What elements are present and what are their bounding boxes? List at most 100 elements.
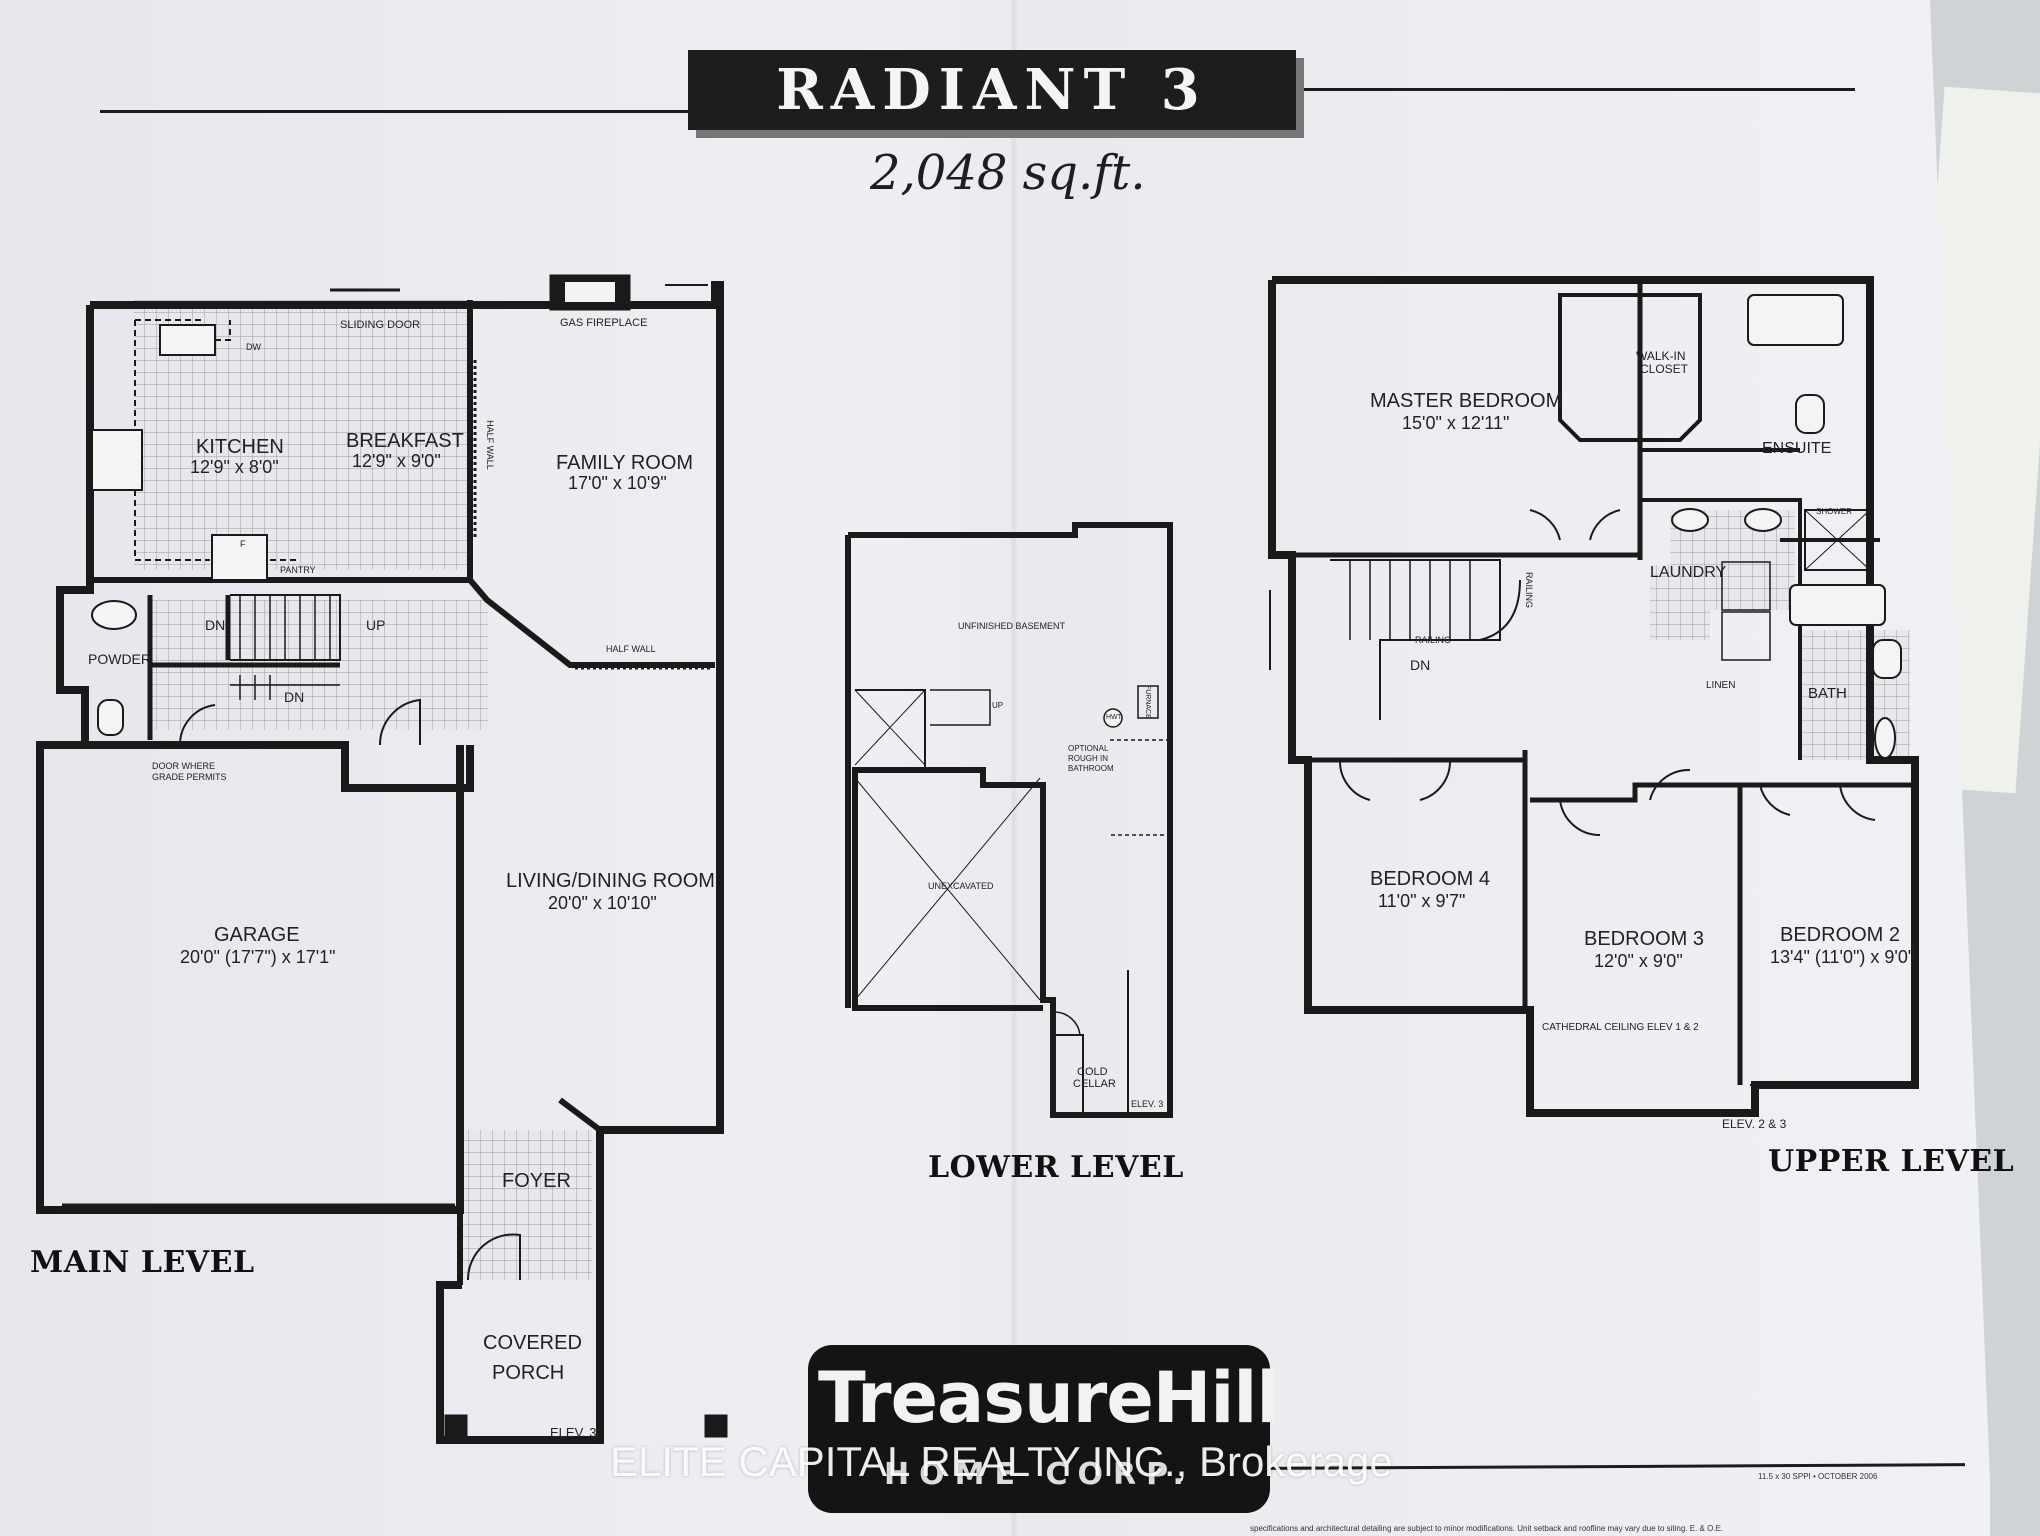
bedroom2-doors (1759, 784, 1876, 821)
kitchen-label: KITCHEN (196, 436, 284, 458)
floorplan-sheet (0, 0, 1990, 1536)
powder-door-swing (178, 704, 216, 746)
bedroom4-dimensions: 11'0" x 9'7" (1378, 891, 1466, 911)
ensuite-sink-2 (1744, 508, 1782, 532)
logo-name: TreasureHill (818, 1357, 1280, 1439)
disclaimer: specifications and architectural detaili… (1250, 1524, 1724, 1533)
front-door-swing (466, 1233, 521, 1281)
foyer-walls (457, 1097, 602, 1285)
bedroom3-dimensions: 12'0" x 9'0" (1594, 951, 1683, 971)
cold-cellar-label-1: COLD (1077, 1066, 1108, 1078)
ensuite-toilet (1795, 394, 1825, 434)
builder-logo: TreasureHill HOME CORP. (808, 1345, 1280, 1513)
pantry-label: PANTRY (280, 565, 316, 575)
range (91, 429, 143, 491)
furnace-label: FURNACE (1143, 684, 1151, 719)
bath-toilet (1872, 639, 1902, 679)
cellar-walls (1053, 970, 1129, 1115)
bath-label: BATH (1808, 685, 1847, 702)
half-wall-label-2: HALF WALL (606, 644, 656, 654)
main-outline-left (56, 305, 474, 792)
powder-toilet (97, 699, 124, 736)
unexcavated-label: UNEXCAVATED (928, 881, 994, 891)
cellar-door (1054, 1011, 1081, 1036)
garage-outline (36, 741, 464, 1214)
unexcavated-x (854, 777, 1041, 1001)
main-level-title: MAIN LEVEL (30, 1245, 255, 1280)
breakfast-label: BREAKFAST (346, 430, 464, 452)
hwt (1103, 708, 1123, 728)
porch-post-2 (704, 1414, 728, 1438)
porch-label: PORCH (492, 1362, 565, 1384)
living-dining-label: LIVING/DINING ROOM (506, 870, 715, 892)
stair-dn-label-1: DN (205, 617, 226, 633)
basement-outline (848, 522, 1173, 1118)
bedroom3-label: BEDROOM 3 (1584, 928, 1705, 950)
garage-dimensions: 20'0" (17'7") x 17'1" (180, 947, 336, 967)
foyer-floor (462, 1130, 592, 1280)
porch-post-1 (444, 1414, 468, 1438)
garage-door-swing (378, 698, 421, 746)
bath-tub (1789, 584, 1886, 626)
cathedral-ceiling-label: CATHEDRAL CEILING ELEV 1 & 2 (1542, 1022, 1699, 1033)
railing-label-2: RAILING (1415, 635, 1452, 645)
powder-sink (91, 600, 137, 630)
powder-label: POWDER (88, 651, 151, 667)
bedroom2-dimensions: 13'4" (11'0") x 9'0" (1770, 947, 1915, 967)
title-rule-right (1300, 88, 1855, 91)
rough-in-label-1: OPTIONAL (1068, 744, 1109, 753)
rough-in-bath (1110, 739, 1171, 836)
master-walls (1272, 280, 1643, 560)
laundry-label: LAUNDRY (1650, 564, 1727, 581)
print-code: 11.5 x 30 SPPI • OCTOBER 2006 (1758, 1472, 1878, 1481)
plan-title: RADIANT 3 (776, 57, 1208, 123)
upper-dn-label: DN (1410, 657, 1431, 673)
living-dining-dimensions: 20'0" x 10'10" (548, 893, 657, 913)
ensuite-walls (1640, 448, 1880, 760)
paper-fold (1010, 0, 1018, 1536)
lower-level-plan (845, 522, 1173, 1118)
master-bedroom-dimensions: 15'0" x 12'11" (1402, 413, 1510, 433)
sliding-door-label: SLIDING DOOR (340, 319, 421, 331)
stair-treads (239, 595, 331, 660)
brokerage-watermark: ELITE CAPITAL REALTY INC., Brokerage (610, 1438, 1393, 1485)
upper-stairs (1330, 559, 1501, 720)
breakfast-dimensions: 12'9" x 9'0" (352, 451, 441, 471)
lower-level-title: LOWER LEVEL (928, 1150, 1184, 1185)
shower (1804, 509, 1871, 571)
stair-landing (855, 689, 926, 770)
railing-curve (1479, 579, 1521, 641)
rough-in-label-3: BATHROOM (1068, 764, 1114, 773)
basement-up-label: UP (992, 701, 1004, 710)
laundry-floor (1650, 565, 1710, 640)
family-room-wall (467, 300, 715, 668)
grade-permits-label: GRADE PERMITS (152, 772, 227, 782)
main-level-plan (36, 274, 728, 1444)
title-banner: RADIANT 3 (688, 50, 1296, 130)
shower-label: SHOWER (1816, 507, 1852, 516)
bedroom4-walls (1308, 750, 1528, 1008)
stair-up-label: UP (366, 617, 386, 633)
furnace (1137, 685, 1159, 719)
stair-dn-label-2: DN (284, 689, 305, 705)
basement-stairs (930, 689, 991, 726)
foyer-label: FOYER (502, 1170, 571, 1192)
powder-walls (147, 595, 340, 740)
kitchen-dimensions: 12'9" x 8'0" (190, 457, 279, 477)
gas-fireplace-label: GAS FIREPLACE (560, 317, 648, 329)
unfinished-basement-label: UNFINISHED BASEMENT (958, 621, 1066, 631)
upper-level-title: UPPER LEVEL (1768, 1144, 2015, 1179)
stair-treads-down (230, 675, 340, 700)
plan-area: 2,048 sq.ft. (870, 145, 1146, 201)
garage-label: GARAGE (214, 924, 300, 946)
cold-cellar-label-2: CELLAR (1073, 1078, 1116, 1090)
lower-elev-label: ELEV. 3 (1131, 1099, 1164, 1109)
main-elev-label: ELEV. 3 (550, 1425, 597, 1440)
washer (1721, 611, 1771, 661)
walk-in-label-1: WALK-IN (1636, 349, 1686, 363)
master-doors (1529, 509, 1621, 541)
fridge-label: F (240, 539, 246, 549)
rough-in-label-2: ROUGH IN (1068, 754, 1108, 763)
covered-label: COVERED (483, 1332, 582, 1354)
